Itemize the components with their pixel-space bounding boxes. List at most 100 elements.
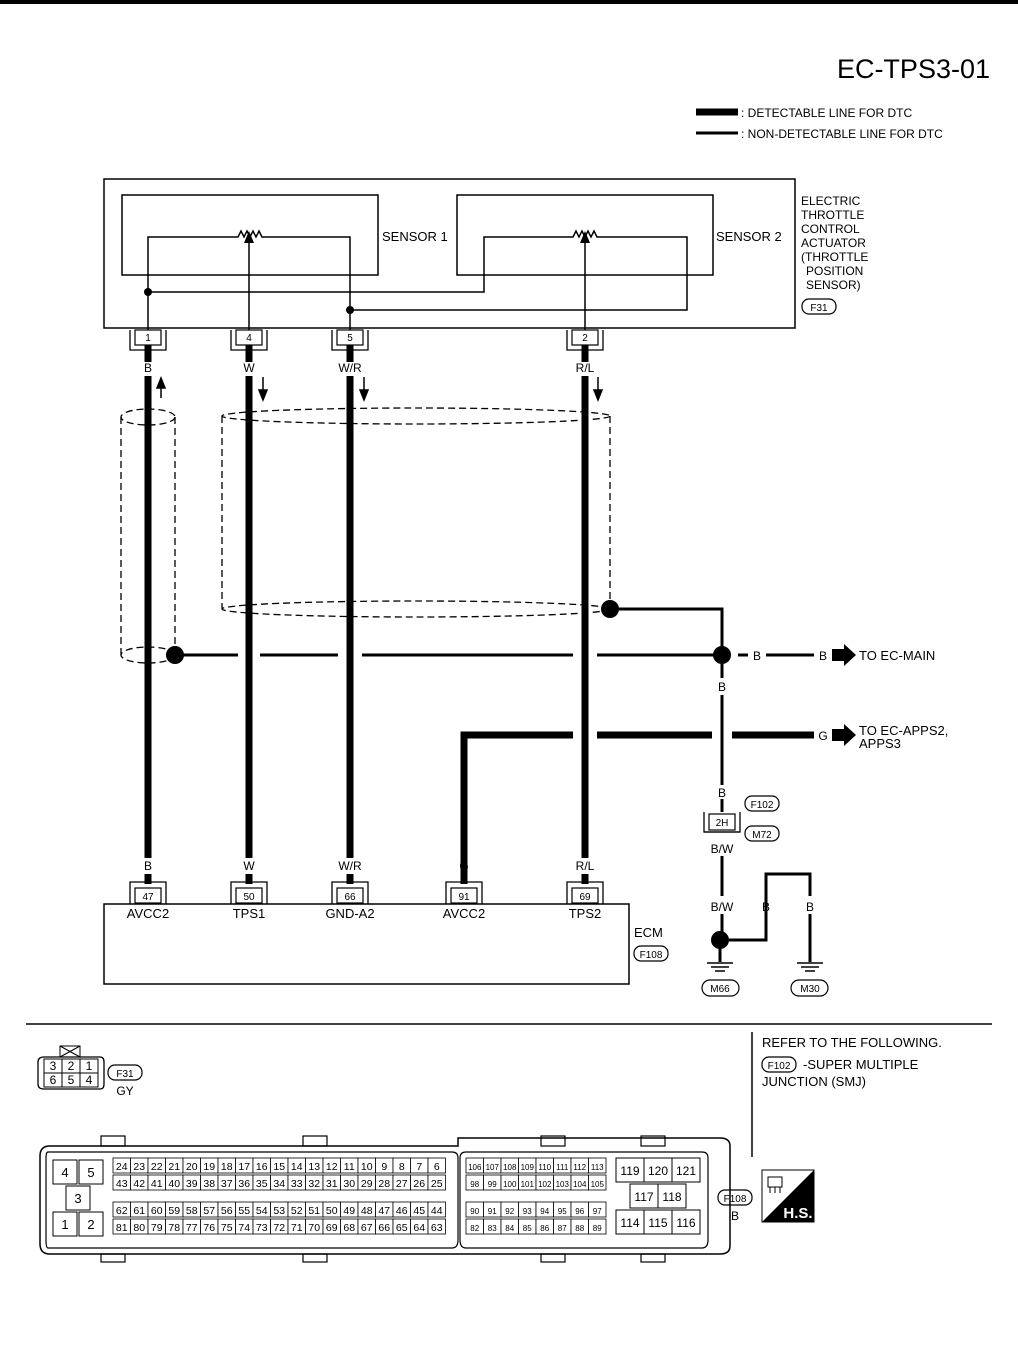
connector-tag-f102-text: F102 bbox=[768, 1061, 791, 1072]
page-code: EC-TPS3-01 bbox=[837, 54, 990, 84]
f108-pin: 25 bbox=[431, 1178, 443, 1190]
f108-pin: 62 bbox=[116, 1205, 128, 1217]
f108-pin: 67 bbox=[361, 1222, 373, 1234]
pin-number: 1 bbox=[145, 333, 151, 344]
f108-pin: 8 bbox=[399, 1161, 405, 1173]
f108-pin: 34 bbox=[273, 1178, 285, 1190]
f108-pin: 117 bbox=[634, 1190, 653, 1204]
ecm-pin-number: 50 bbox=[243, 892, 255, 903]
f108-pin: 82 bbox=[470, 1224, 479, 1233]
f108-pin: 9 bbox=[381, 1161, 387, 1173]
connector-color: B bbox=[731, 1209, 739, 1223]
f108-pin: 105 bbox=[591, 1180, 605, 1189]
f108-pin: 14 bbox=[291, 1161, 303, 1173]
legend-detectable: : DETECTABLE LINE FOR DTC bbox=[741, 106, 912, 120]
signal-arrows bbox=[155, 375, 604, 403]
ground-tag-m30-text: M30 bbox=[800, 984, 820, 995]
f108-pin-cell bbox=[588, 1174, 607, 1191]
f108-pin: 116 bbox=[676, 1216, 695, 1230]
f108-pin: 107 bbox=[486, 1163, 500, 1172]
f108-pin: 23 bbox=[133, 1161, 145, 1173]
f108-pin: 65 bbox=[396, 1222, 408, 1234]
f108-pin: 70 bbox=[308, 1222, 320, 1234]
f31-pin: 4 bbox=[86, 1073, 93, 1087]
pin-number: 4 bbox=[246, 333, 252, 344]
actuator-name-line: POSITION bbox=[806, 264, 863, 278]
f108-pin: 29 bbox=[361, 1178, 373, 1190]
ecm-box bbox=[103, 903, 630, 985]
f108-pin: 35 bbox=[256, 1178, 268, 1190]
f108-pin: 6 bbox=[434, 1161, 440, 1173]
ecm-terminal-label: GND-A2 bbox=[325, 906, 374, 921]
wire-color-label: B/W bbox=[711, 842, 734, 856]
wire-color-label: B bbox=[762, 900, 770, 914]
f108-pin: 47 bbox=[378, 1205, 390, 1217]
f108-pin: 43 bbox=[116, 1178, 128, 1190]
f108-pin: 78 bbox=[168, 1222, 180, 1234]
sensor2-label: SENSOR 2 bbox=[716, 229, 782, 244]
wire-color-label: W/R bbox=[338, 361, 362, 375]
f108-pin: 66 bbox=[378, 1222, 390, 1234]
to-ec-apps: TO EC-APPS2, bbox=[859, 723, 948, 738]
connector-tag-f102 bbox=[744, 795, 780, 812]
connector-tag-f102-text: F102 bbox=[751, 800, 774, 811]
shield-ground-dot bbox=[601, 600, 619, 618]
f31-pin: 6 bbox=[50, 1073, 57, 1087]
f108-pin: 108 bbox=[503, 1163, 517, 1172]
connector-tag-f31-text: F31 bbox=[116, 1069, 134, 1080]
f108-pin: 61 bbox=[133, 1205, 145, 1217]
f108-pin-cell bbox=[588, 1201, 607, 1218]
wire-color-label: B/W bbox=[711, 900, 734, 914]
f31-pin: 1 bbox=[86, 1059, 93, 1073]
connector-tag-f108-text: F108 bbox=[640, 950, 663, 961]
wire-color-label: B bbox=[718, 786, 726, 800]
f108-pin: 28 bbox=[378, 1178, 390, 1190]
sensor1-box bbox=[121, 194, 379, 276]
f108-pin: 94 bbox=[540, 1207, 549, 1216]
f108-pin: 3 bbox=[74, 1191, 81, 1206]
f108-pin: 93 bbox=[523, 1207, 532, 1216]
hs-badge-text: H.S. bbox=[783, 1205, 812, 1222]
f108-pin: 91 bbox=[488, 1207, 497, 1216]
connector-tag-f31-text: F31 bbox=[810, 303, 828, 314]
f108-pin: 17 bbox=[238, 1161, 250, 1173]
actuator-name-line: ACTUATOR bbox=[801, 236, 866, 250]
f108-pin: 120 bbox=[648, 1164, 668, 1178]
f108-pin: 33 bbox=[291, 1178, 303, 1190]
f108-pin: 80 bbox=[133, 1222, 145, 1234]
f108-pin: 64 bbox=[413, 1222, 425, 1234]
f108-pin: 95 bbox=[558, 1207, 567, 1216]
f108-pin: 7 bbox=[416, 1161, 422, 1173]
f108-pin: 48 bbox=[361, 1205, 373, 1217]
drain-wires bbox=[166, 600, 814, 962]
f108-pin: 98 bbox=[470, 1180, 479, 1189]
f108-pin: 77 bbox=[186, 1222, 198, 1234]
f108-pin: 79 bbox=[151, 1222, 163, 1234]
connector-color: GY bbox=[116, 1084, 133, 1098]
f108-pin-cell bbox=[588, 1218, 607, 1235]
ecm-pin-number: 66 bbox=[344, 892, 356, 903]
f108-pin: 27 bbox=[396, 1178, 408, 1190]
f108-pin: 30 bbox=[343, 1178, 355, 1190]
connector-tag-f102 bbox=[761, 1056, 797, 1073]
f31-connector-face: 3 2 1 6 5 4 F31 GY bbox=[37, 1045, 143, 1098]
f108-pin-cell bbox=[427, 1201, 446, 1218]
legend: : DETECTABLE LINE FOR DTC : NON-DETECTAB… bbox=[696, 106, 943, 141]
f108-pin: 44 bbox=[431, 1205, 443, 1217]
f108-pin: 100 bbox=[503, 1180, 517, 1189]
f108-pin: 39 bbox=[186, 1178, 198, 1190]
f108-pin: 103 bbox=[556, 1180, 570, 1189]
f108-pin: 12 bbox=[326, 1161, 338, 1173]
f108-pin: 57 bbox=[203, 1205, 215, 1217]
ecm-pin-number: 47 bbox=[142, 892, 154, 903]
f108-pin: 16 bbox=[256, 1161, 268, 1173]
f108-pin: 4 bbox=[61, 1165, 68, 1180]
f108-pin: 76 bbox=[203, 1222, 215, 1234]
hs-badge: H.S. bbox=[761, 1169, 815, 1223]
pin-number: 2 bbox=[582, 333, 588, 344]
ground-tag-m30 bbox=[790, 979, 829, 997]
f108-pin: 72 bbox=[273, 1222, 285, 1234]
f108-pin: 73 bbox=[256, 1222, 268, 1234]
junction-dot bbox=[346, 306, 354, 314]
